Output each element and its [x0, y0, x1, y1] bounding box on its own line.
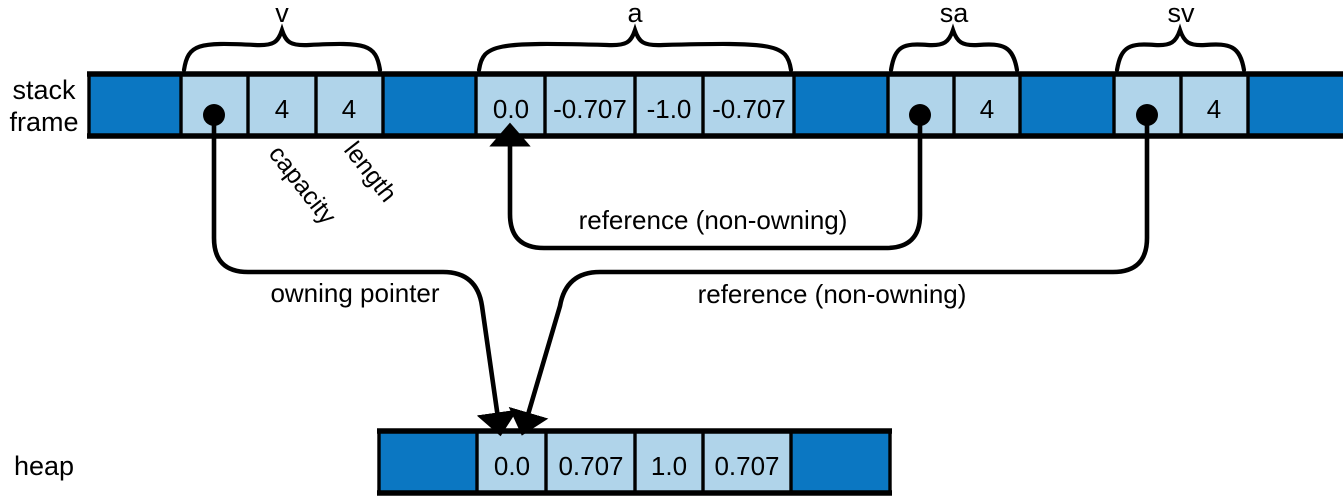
- stack-group-sa: 4: [886, 75, 1022, 135]
- heap-cell-0-value: 0.0: [494, 451, 530, 481]
- heap-row-label: heap: [14, 451, 74, 481]
- field-label-length: length: [338, 137, 402, 208]
- field-label-capacity: capacity: [263, 140, 342, 230]
- stack-group-v: 4 4: [179, 75, 385, 135]
- stack-frame-label-line2: frame: [9, 107, 78, 137]
- stack-group-sv: 4: [1112, 75, 1250, 135]
- stack-frame-row-label: stack frame: [9, 75, 78, 137]
- heap-cell-3-value: 0.707: [714, 451, 779, 481]
- brace-label-sv: sv: [1168, 0, 1196, 28]
- heap-band: 0.0 0.707 1.0 0.707: [377, 428, 892, 496]
- brace-a: a: [476, 0, 794, 73]
- a-cell-3-value: -0.707: [712, 94, 786, 124]
- v-capacity-value: 4: [275, 94, 289, 124]
- brace-label-v: v: [275, 0, 289, 28]
- heap-cell-2-value: 1.0: [651, 451, 687, 481]
- sa-length-value: 4: [980, 94, 994, 124]
- edge-label-reference-sv: reference (non-owning): [698, 279, 967, 309]
- stack-frame-band: 4 4 0.0 -0.707 -1.0 -0.707: [87, 71, 1343, 139]
- brace-label-a: a: [627, 0, 643, 28]
- stack-frame-label-line1: stack: [12, 75, 76, 105]
- stack-group-a: 0.0 -0.707 -1.0 -0.707: [474, 75, 796, 135]
- sv-length-value: 4: [1207, 94, 1221, 124]
- brace-v: v: [181, 0, 383, 73]
- brace-sa: sa: [888, 0, 1020, 73]
- brace-sv: sv: [1114, 0, 1247, 73]
- edge-label-owning-pointer: owning pointer: [270, 278, 439, 308]
- a-cell-2-value: -1.0: [647, 94, 692, 124]
- a-cell-1-value: -0.707: [553, 94, 627, 124]
- v-length-value: 4: [342, 94, 356, 124]
- connector-reference-sv-to-heap: reference (non-owning): [508, 115, 1150, 436]
- brace-label-sa: sa: [940, 0, 970, 28]
- edge-label-reference-sa: reference (non-owning): [579, 205, 848, 235]
- heap-cell-1-value: 0.707: [558, 451, 623, 481]
- connector-owning-pointer: owning pointer: [211, 115, 518, 437]
- connector-reference-sa-to-a: reference (non-owning): [489, 115, 923, 251]
- a-cell-0-value: 0.0: [493, 94, 529, 124]
